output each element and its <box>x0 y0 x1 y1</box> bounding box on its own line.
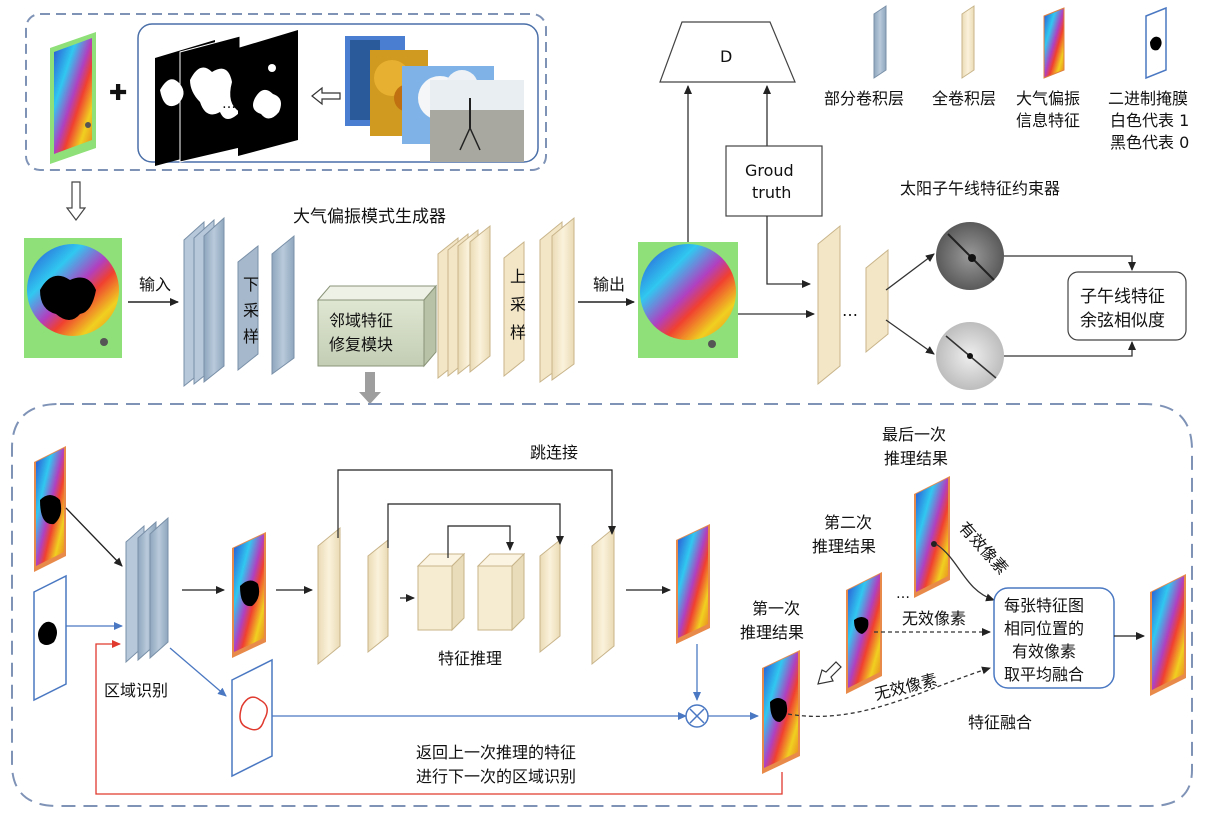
skip-connection-label: 跳连接 <box>530 443 578 462</box>
skip-connection-middle <box>387 503 564 548</box>
input-polarization-map <box>50 32 96 164</box>
feature-inference-unet <box>317 526 615 666</box>
output-label: 输出 <box>593 275 625 294</box>
return-red-path <box>95 640 783 795</box>
ground-truth-line-1: Groud <box>745 161 794 180</box>
legend-pol-feature-swatch <box>1043 7 1065 79</box>
feature-fusion-label: 特征融合 <box>968 713 1032 732</box>
detail-input-pol-image <box>34 446 66 572</box>
fusion-box <box>993 587 1115 689</box>
invalid-pixels-label-1: 无效像素 <box>902 609 966 628</box>
valid-pixels-label: 有效像素 <box>955 518 1012 578</box>
input-label: 输入 <box>139 275 171 294</box>
last-result-image <box>914 476 950 598</box>
meridian-similarity-line-2: 余弦相似度 <box>1080 311 1165 331</box>
input-panel-inner <box>137 23 539 163</box>
inference-output-pol-image <box>676 524 710 644</box>
upsample-char-2: 采 <box>510 295 526 314</box>
meridian-constraint-layers <box>817 224 889 386</box>
detail-panel-border <box>11 403 1193 807</box>
last-result-line-2: 推理结果 <box>884 449 948 468</box>
dots-between-results: … <box>896 586 910 602</box>
upsample-char-3: 样 <box>510 323 526 342</box>
return-note-line-2: 进行下一次的区域识别 <box>416 767 576 786</box>
downsample-char-3: 样 <box>243 327 259 346</box>
upsample-char-1: 上 <box>510 267 526 286</box>
legend-mask-2: 白色代表 1 <box>1110 111 1189 130</box>
encoder-partial-conv-layers <box>183 216 295 388</box>
region-identification-layers <box>125 516 169 664</box>
fusion-line-2: 相同位置的 <box>1004 619 1084 638</box>
hollow-left-arrow <box>311 86 341 106</box>
first-result-line-1: 第一次 <box>752 599 800 618</box>
mask-ellipsis: … <box>222 96 236 112</box>
ground-truth-box <box>725 145 823 217</box>
first-result-image <box>762 650 800 774</box>
skip-connection-inner <box>447 525 514 558</box>
hollow-up-arrow <box>817 661 842 685</box>
meridian-ellipsis: … <box>842 301 858 320</box>
legend-pol-feature-2: 信息特征 <box>1016 111 1080 130</box>
output-polarization-image <box>638 242 738 358</box>
neighbor-module-line-2: 修复模块 <box>329 335 393 354</box>
meridian-constraint-title: 太阳子午线特征约束器 <box>900 179 1060 198</box>
input-panel-outer <box>25 13 547 171</box>
decoder-full-conv-layers <box>437 216 575 383</box>
generator-title: 大气偏振模式生成器 <box>293 207 446 227</box>
legend: 部分卷积层 全卷积层 大气偏振 信息特征 二进制掩膜 白色代表 1 黑色代表 0 <box>824 5 1189 152</box>
downsample-char-1: 下 <box>243 275 259 294</box>
meridian-feature-map-a <box>936 222 1004 290</box>
second-result-line-2: 推理结果 <box>812 537 876 556</box>
binary-masks <box>155 30 298 166</box>
final-fused-image <box>1150 574 1186 696</box>
fusion-line-1: 每张特征图 <box>1004 596 1084 615</box>
legend-full-conv-swatch <box>961 5 975 79</box>
detail-input-mask <box>33 574 67 702</box>
masked-input-image <box>24 238 122 358</box>
ground-truth-line-2: truth <box>752 183 791 202</box>
skip-connection-outer <box>337 469 616 538</box>
plus-sign: ✚ <box>109 81 127 106</box>
downsample-char-2: 采 <box>243 301 259 320</box>
meridian-similarity-box <box>1067 271 1187 341</box>
legend-partial-conv: 部分卷积层 <box>824 89 904 108</box>
feature-inference-label: 特征推理 <box>438 649 502 668</box>
legend-full-conv: 全卷积层 <box>932 89 996 108</box>
legend-mask-1: 二进制掩膜 <box>1108 89 1188 108</box>
legend-mask-3: 黑色代表 0 <box>1110 133 1189 152</box>
return-note-line-1: 返回上一次推理的特征 <box>416 743 576 762</box>
natural-photo-stack <box>345 36 524 162</box>
second-result-line-1: 第二次 <box>824 513 872 532</box>
last-result-line-1: 最后一次 <box>882 425 946 444</box>
region-outline-card <box>231 658 273 778</box>
discriminator-trapezoid <box>659 21 796 83</box>
discriminator-label: D <box>720 47 732 66</box>
legend-pol-feature-1: 大气偏振 <box>1016 89 1080 108</box>
neighbor-repair-module <box>316 284 438 368</box>
region-output-pol-image <box>232 532 266 658</box>
fusion-line-3: 有效像素 <box>1012 642 1076 661</box>
hollow-down-arrow <box>65 181 87 221</box>
second-result-image <box>846 572 882 694</box>
gray-down-arrow <box>359 372 381 404</box>
meridian-similarity-line-1: 子午线特征 <box>1080 287 1165 307</box>
fusion-line-4: 取平均融合 <box>1004 665 1084 684</box>
legend-partial-conv-swatch <box>873 5 887 79</box>
region-identification-label: 区域识别 <box>104 681 168 700</box>
meridian-feature-map-b <box>936 322 1004 390</box>
first-result-line-2: 推理结果 <box>740 623 804 642</box>
neighbor-module-line-1: 邻域特征 <box>329 311 393 330</box>
